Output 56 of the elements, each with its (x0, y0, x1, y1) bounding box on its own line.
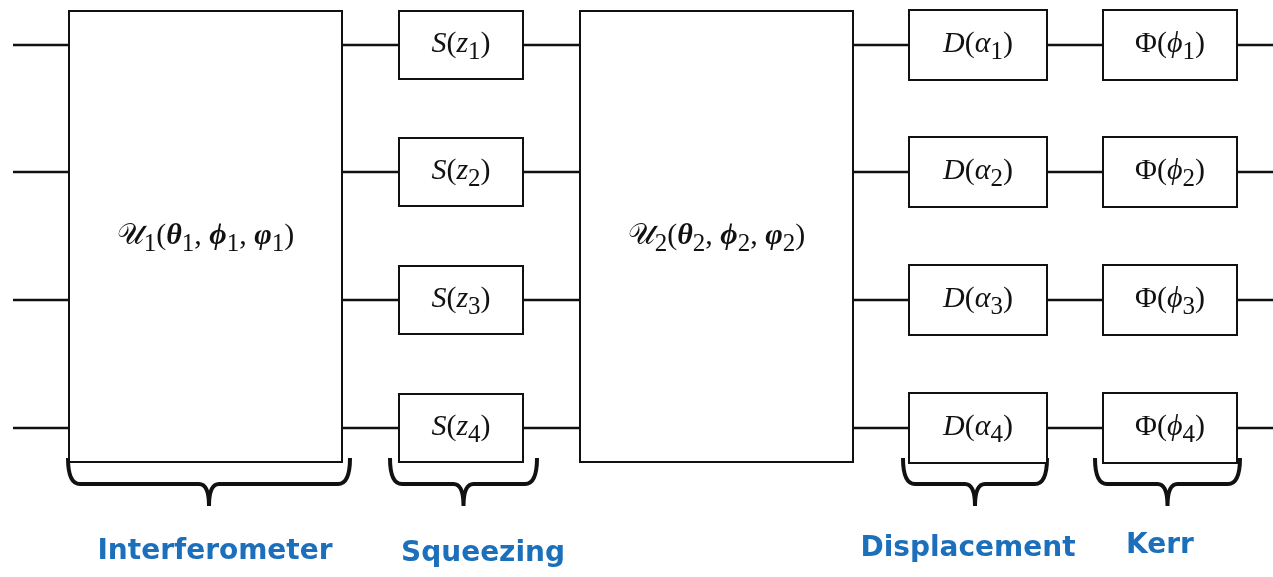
wire (524, 298, 579, 302)
wire (524, 426, 579, 430)
wire (524, 170, 579, 174)
gate-label: Φ(ϕ$_{1}$) (1135, 25, 1205, 65)
gate-label: S(z$_{2}$) (431, 152, 491, 192)
unitary-box (68, 10, 343, 463)
gate-label: S(z$_{4}$) (431, 408, 491, 448)
gate-label: D(α$_{3}$) (943, 280, 1013, 320)
wire (854, 426, 908, 430)
wire (854, 170, 908, 174)
gate-label: D(α$_{1}$) (943, 25, 1013, 65)
displacement-gate-box (908, 9, 1048, 81)
displacement-gate-box (908, 392, 1048, 464)
squeezing-gate-box (398, 137, 524, 207)
wire (1238, 426, 1273, 430)
displacement-gate-box (908, 264, 1048, 336)
squeezing-gate-box (398, 10, 524, 80)
gate-label: D(α$_{4}$) (943, 408, 1013, 448)
wire (1048, 426, 1102, 430)
displacement-gate-box (908, 136, 1048, 208)
wire (343, 43, 398, 47)
wire (1238, 298, 1273, 302)
group-label: Kerr (1126, 527, 1194, 560)
squeezing-gate-box (398, 265, 524, 335)
wire (343, 170, 398, 174)
wire (524, 43, 579, 47)
gate-label: Φ(ϕ$_{4}$) (1135, 408, 1205, 448)
gate-label: 𝒰$_{1}$(θ$_{1}$, ϕ$_{1}$, φ$_{1}$) (116, 216, 295, 257)
group-label: Displacement (860, 530, 1076, 563)
group-label: Interferometer (97, 533, 333, 566)
gate-label: S(z$_{3}$) (431, 280, 491, 320)
kerr-gate-box (1102, 264, 1238, 336)
wire (854, 43, 908, 47)
kerr-gate-box (1102, 9, 1238, 81)
squeezing-gate-box (398, 393, 524, 463)
wire (13, 170, 68, 174)
unitary-box (579, 10, 854, 463)
wire (13, 43, 68, 47)
wire (13, 426, 68, 430)
gate-label: Φ(ϕ$_{3}$) (1135, 280, 1205, 320)
wire (1238, 43, 1273, 47)
wire (13, 298, 68, 302)
wire (343, 426, 398, 430)
gate-label: D(α$_{2}$) (943, 152, 1013, 192)
group-label: Squeezing (401, 535, 565, 568)
gate-label: S(z$_{1}$) (431, 25, 491, 65)
wire (1048, 43, 1102, 47)
wire (1048, 170, 1102, 174)
gate-label: Φ(ϕ$_{2}$) (1135, 152, 1205, 192)
wire (343, 298, 398, 302)
wire (1238, 170, 1273, 174)
gate-label: 𝒰$_{2}$(θ$_{2}$, ϕ$_{2}$, φ$_{2}$) (627, 216, 806, 257)
wire (1048, 298, 1102, 302)
wire (854, 298, 908, 302)
kerr-gate-box (1102, 392, 1238, 464)
kerr-gate-box (1102, 136, 1238, 208)
